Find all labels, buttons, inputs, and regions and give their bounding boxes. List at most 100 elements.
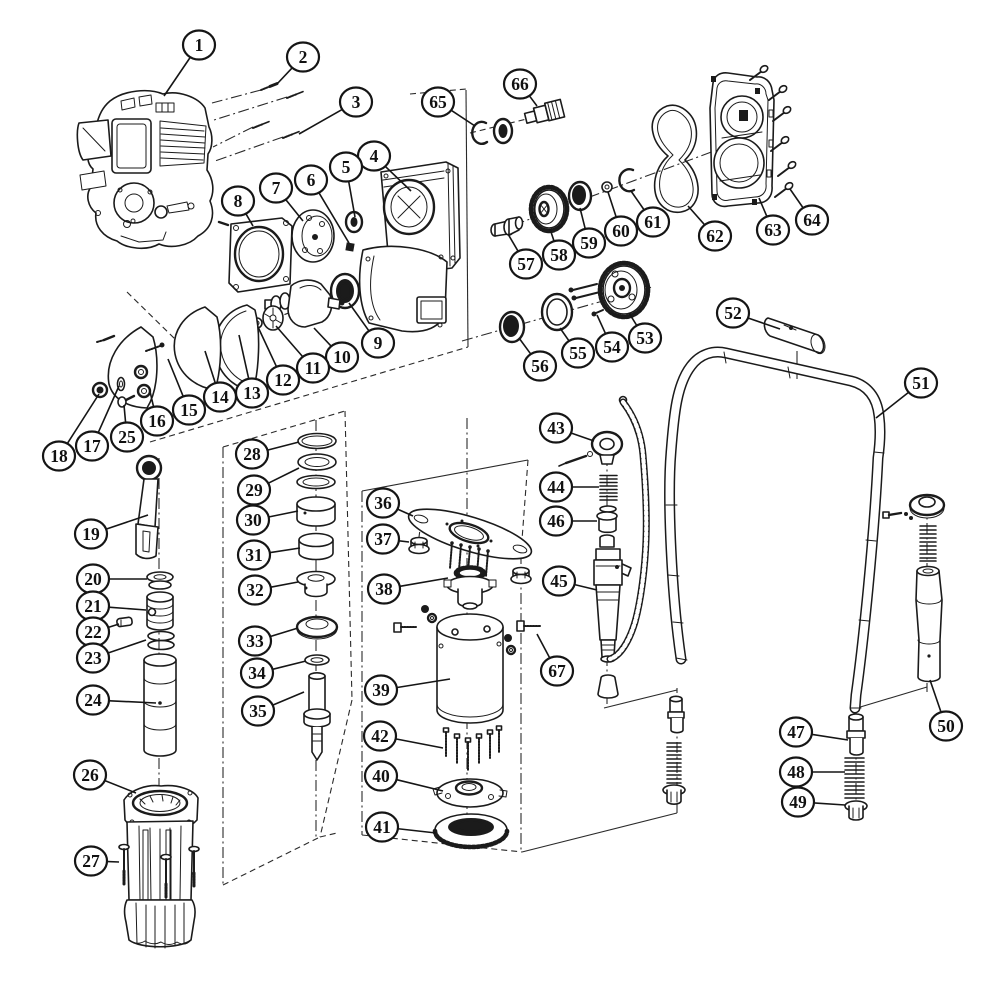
- collar-55: [540, 292, 574, 332]
- callout-leader: [628, 312, 639, 328]
- callout-circle: [171, 394, 207, 426]
- callout-1: 1: [163, 29, 217, 97]
- callout-circle: [364, 811, 400, 843]
- callout-leader: [102, 779, 137, 794]
- callout-leader: [809, 733, 849, 741]
- callout-leader: [394, 678, 451, 689]
- callout-number: 57: [517, 254, 535, 274]
- callout-number: 15: [180, 400, 198, 420]
- callout-leader: [284, 197, 304, 222]
- callout-leader: [630, 190, 646, 212]
- washer-rings-29: [296, 453, 337, 490]
- callout-number: 23: [84, 648, 102, 668]
- callout-number: 13: [243, 383, 261, 403]
- callout-8: 8: [220, 185, 256, 227]
- callout-leader: [268, 581, 299, 589]
- guide-line: [521, 812, 678, 853]
- callout-number: 48: [787, 762, 805, 782]
- callout-leader: [270, 691, 305, 707]
- callout-31: 31: [236, 539, 301, 571]
- callout-circle: [508, 248, 544, 280]
- callout-leader: [929, 679, 943, 714]
- grip-50: [915, 565, 943, 683]
- callout-circle: [715, 297, 751, 329]
- callout-leader: [104, 514, 149, 531]
- callout-10: 10: [313, 327, 360, 373]
- ribbed-ring-41: [432, 813, 510, 850]
- callout-14: 14: [202, 350, 238, 413]
- washer-46a: [599, 505, 617, 513]
- callout-leader: [383, 164, 412, 192]
- callout-circle: [365, 523, 401, 555]
- callout-circle: [538, 412, 574, 444]
- callout-leader: [268, 627, 299, 638]
- callout-52: 52: [715, 297, 781, 330]
- callout-60: 60: [603, 191, 639, 247]
- callout-circle: [627, 322, 663, 354]
- callout-balloons: 1234567891011121314151617181920212223242…: [41, 29, 964, 877]
- callout-number: 65: [429, 92, 447, 112]
- rubber-boot: [597, 674, 619, 699]
- gear-58: [528, 184, 570, 234]
- callout-circle: [234, 438, 270, 470]
- flange-bolt-49: [844, 800, 868, 821]
- guide-line: [214, 136, 284, 162]
- callout-number: 38: [375, 579, 393, 599]
- hammer-housing: [123, 784, 199, 949]
- callout-leader: [238, 334, 250, 380]
- callout-leader: [745, 316, 781, 330]
- shield-gasket: [173, 306, 222, 391]
- callout-33: 33: [237, 625, 299, 657]
- callout-number: 14: [211, 387, 229, 407]
- callout-circle: [181, 29, 217, 61]
- callout-number: 26: [81, 765, 99, 785]
- callout-circle: [258, 172, 294, 204]
- piston-21: [146, 591, 174, 631]
- callout-circle: [903, 367, 939, 399]
- worm-shaft-66: [523, 98, 566, 124]
- spring-48: [844, 757, 865, 799]
- callout-57: 57: [507, 233, 544, 280]
- callout-39: 39: [363, 674, 451, 706]
- left-tube-nut: [662, 784, 686, 805]
- adapter-plate: [217, 217, 293, 293]
- callout-leader: [811, 802, 846, 806]
- callout-circle: [363, 674, 399, 706]
- callout-leader: [106, 699, 157, 704]
- gearbox-cover-63: [709, 72, 775, 208]
- callout-23: 23: [75, 639, 147, 674]
- callout-leader: [97, 385, 120, 435]
- callout-number: 10: [333, 347, 351, 367]
- callout-48: 48: [778, 756, 845, 788]
- snap-rings-23: [147, 630, 175, 651]
- ignition-plate: [291, 209, 335, 263]
- callout-leader: [348, 302, 371, 333]
- callout-number: 21: [84, 596, 102, 616]
- guide-line: [211, 89, 262, 104]
- callout-number: 9: [374, 333, 383, 353]
- callout-45: 45: [541, 565, 598, 597]
- callout-number: 50: [937, 716, 955, 736]
- callout-number: 27: [82, 851, 100, 871]
- callout-number: 51: [912, 373, 930, 393]
- callout-number: 36: [374, 493, 392, 513]
- clutch-shield: [213, 304, 260, 392]
- left-tube-bushing: [667, 695, 685, 734]
- callout-6: 6: [293, 164, 350, 244]
- callout-number: 1: [195, 35, 204, 55]
- callout-leader: [536, 633, 552, 660]
- motor-39: [436, 613, 504, 724]
- callout-number: 24: [84, 690, 102, 710]
- callout-number: 40: [372, 766, 390, 786]
- guide-line: [126, 291, 177, 341]
- callout-number: 33: [246, 631, 264, 651]
- callout-number: 44: [547, 477, 565, 497]
- callout-leader: [257, 326, 278, 369]
- guide-line: [222, 836, 321, 886]
- washer-stack-20: [146, 571, 174, 590]
- callout-circle: [539, 655, 575, 687]
- callout-number: 64: [803, 210, 821, 230]
- callout-number: 62: [706, 226, 724, 246]
- callout-leader: [163, 55, 192, 97]
- callout-number: 3: [352, 92, 361, 112]
